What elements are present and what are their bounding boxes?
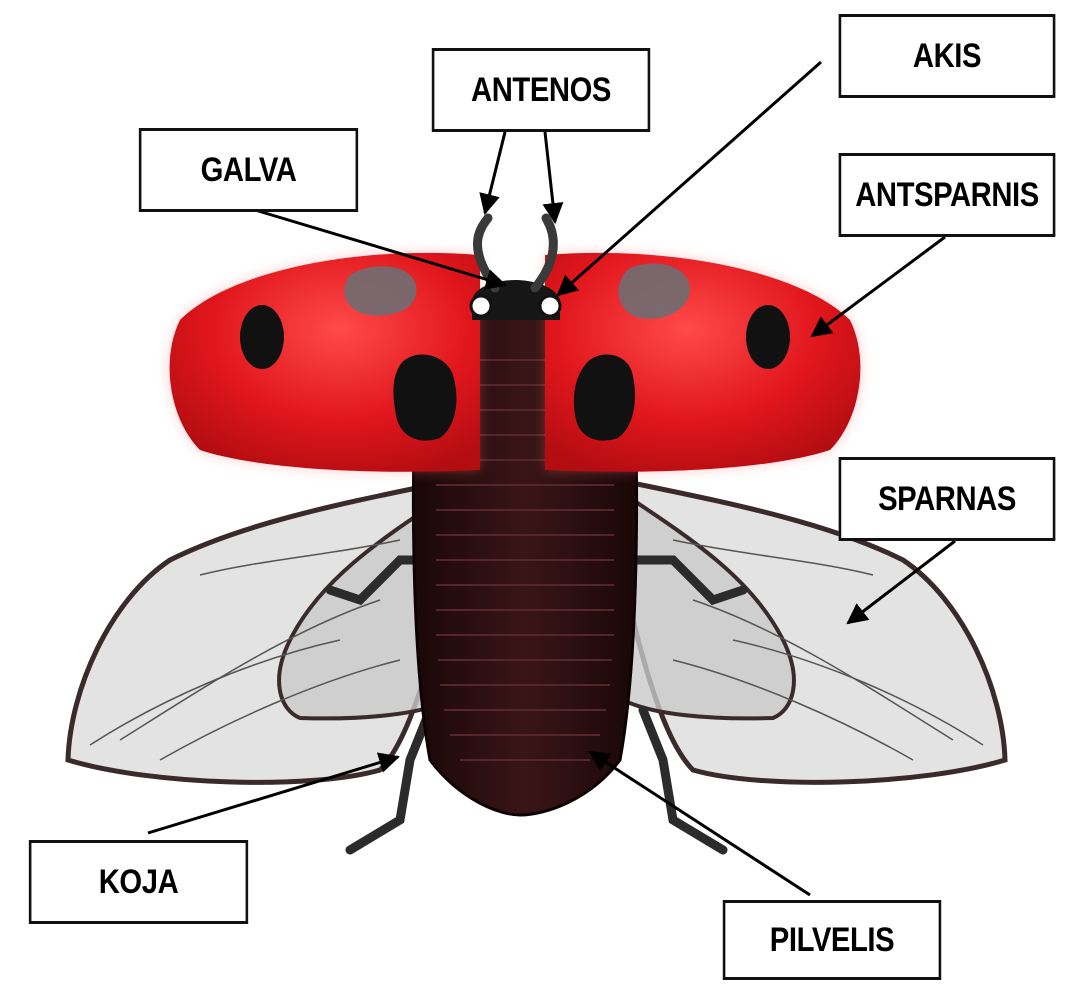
label-koja-text: KOJA xyxy=(99,863,179,902)
left-wing xyxy=(68,480,455,782)
label-akis-text: AKIS xyxy=(913,37,981,76)
label-sparnas: SPARNAS xyxy=(839,457,1056,541)
left-eye xyxy=(471,296,491,316)
label-pilvelis-text: PILVELIS xyxy=(770,921,894,960)
left-elytron xyxy=(170,253,480,472)
antennae xyxy=(477,218,553,288)
label-pilvelis: PILVELIS xyxy=(723,900,941,980)
label-antsparnis-text: ANTSPARNIS xyxy=(855,176,1039,215)
label-galva: GALVA xyxy=(139,128,358,212)
right-elytron xyxy=(545,253,860,472)
label-sparnas-text: SPARNAS xyxy=(878,480,1016,519)
label-antenos-text: ANTENOS xyxy=(471,71,611,110)
label-antsparnis: ANTSPARNIS xyxy=(839,153,1056,237)
label-koja: KOJA xyxy=(29,840,248,924)
right-eye xyxy=(540,296,560,316)
label-galva-text: GALVA xyxy=(201,151,297,190)
label-antenos: ANTENOS xyxy=(432,48,650,132)
label-akis: AKIS xyxy=(839,14,1056,98)
